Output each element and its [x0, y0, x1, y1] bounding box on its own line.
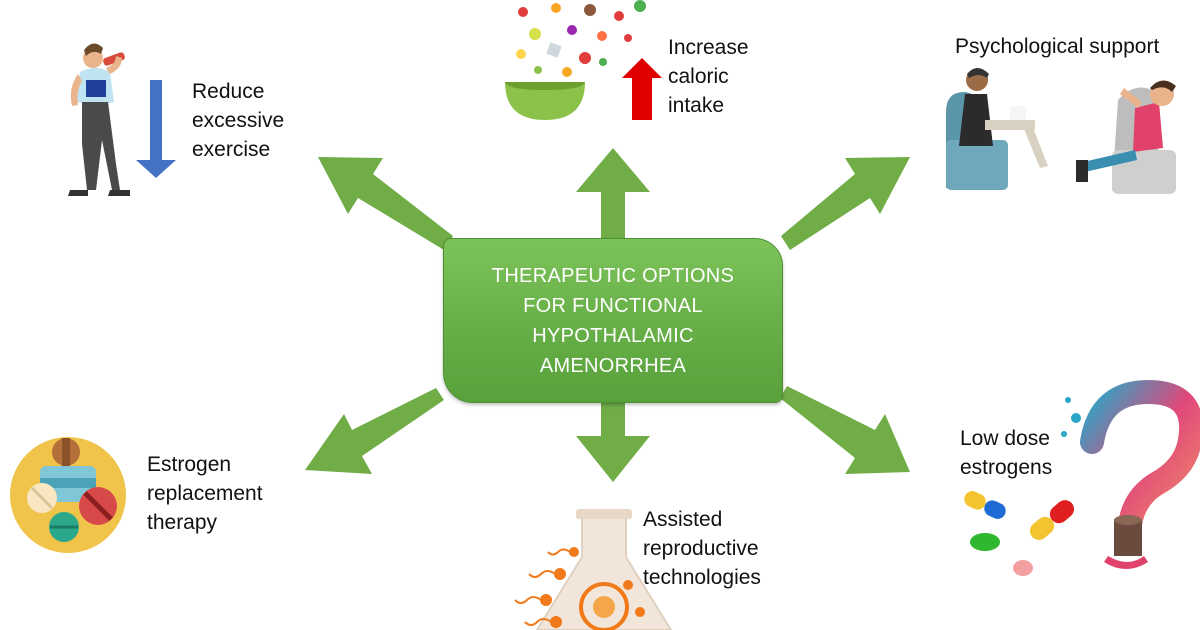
label-line: technologies — [643, 566, 761, 589]
label-line: therapy — [147, 511, 218, 534]
exercising-woman-icon — [68, 43, 130, 196]
therapy-session-icon — [946, 68, 1176, 194]
center-title-line: FOR FUNCTIONAL — [523, 294, 703, 317]
label-line: Reduce — [192, 80, 265, 103]
label-reduce-exercise: Reduce excessive exercise — [192, 77, 284, 164]
label-estrogen-replacement: Estrogen replacement therapy — [147, 450, 263, 537]
label-line: caloric — [668, 65, 729, 88]
center-title-line: HYPOTHALAMIC — [532, 324, 694, 347]
label-low-dose-estrogens: Low dose estrogens — [960, 424, 1052, 482]
center-title-line: THERAPEUTIC OPTIONS — [491, 264, 735, 287]
label-line: estrogens — [960, 456, 1053, 479]
label-line: reproductive — [643, 537, 759, 560]
label-psychological-support: Psychological support — [955, 32, 1159, 61]
label-line: replacement — [147, 482, 263, 505]
label-line: Psychological support — [955, 35, 1160, 58]
center-title-line: AMENORRHEA — [539, 354, 687, 377]
center-title: THERAPEUTIC OPTIONS FOR FUNCTIONAL HYPOT… — [492, 261, 734, 381]
pills-icon — [10, 437, 126, 553]
up-arrow-icon — [622, 58, 662, 120]
arrow-up — [576, 148, 650, 238]
salad-bowl-icon — [505, 0, 646, 120]
arrow-down-left — [305, 388, 444, 474]
label-line: Estrogen — [147, 453, 232, 476]
label-assisted-reproductive: Assisted reproductive technologies — [643, 505, 761, 592]
arrow-down — [576, 402, 650, 482]
down-arrow-icon — [136, 80, 176, 178]
label-line: Assisted — [643, 508, 723, 531]
label-increase-caloric: Increase caloric intake — [668, 33, 749, 120]
arrow-up-left — [318, 157, 453, 250]
label-line: intake — [668, 94, 725, 117]
center-box: THERAPEUTIC OPTIONS FOR FUNCTIONAL HYPOT… — [443, 238, 783, 403]
label-line: excessive — [192, 109, 285, 132]
question-mark-capsules-icon — [964, 379, 1200, 576]
arrow-up-right — [781, 157, 910, 250]
label-line: Increase — [668, 36, 749, 59]
label-line: exercise — [192, 138, 271, 161]
flask-sperm-icon — [514, 509, 673, 630]
label-line: Low dose — [960, 427, 1050, 450]
arrow-down-right — [780, 386, 910, 474]
